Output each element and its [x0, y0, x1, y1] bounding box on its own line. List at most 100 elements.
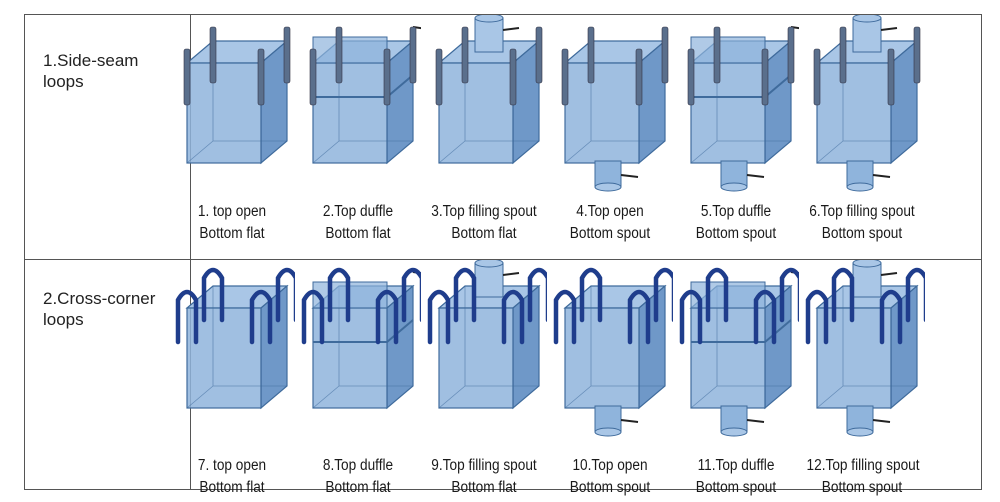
bag-illustration — [561, 26, 669, 192]
bag-diagram — [813, 15, 921, 192]
tie-string — [746, 419, 765, 423]
bag-illustration — [175, 267, 295, 410]
bag-front-face — [312, 62, 388, 164]
top-filling-spout — [474, 262, 504, 298]
lifting-loop — [527, 267, 547, 323]
caption-line2: Bottom flat — [451, 479, 517, 496]
caption-line2: Bottom flat — [451, 225, 517, 242]
bag-diagram — [183, 26, 291, 165]
bag-front-face — [438, 62, 514, 164]
bag-diagram — [805, 260, 925, 437]
caption-line2: Bottom flat — [325, 225, 391, 242]
bag-diagram — [435, 15, 543, 165]
caption-line2: Bottom flat — [325, 479, 391, 496]
spout-rim — [720, 427, 748, 437]
bag-illustration — [687, 26, 799, 192]
spout-rim — [852, 15, 882, 23]
caption-line1: 9.Top filling spout — [431, 457, 537, 474]
lifting-loop — [401, 267, 421, 323]
lifting-loop — [383, 48, 391, 106]
bag-illustration — [813, 15, 921, 192]
bag-illustration — [427, 260, 547, 410]
tie-string — [746, 174, 765, 178]
bag-front-face — [690, 307, 766, 409]
bag-diagram — [301, 267, 421, 410]
bag-front-face — [690, 62, 766, 164]
bag-front-face — [816, 307, 892, 409]
spout-rim — [474, 15, 504, 23]
bag-diagram — [427, 260, 547, 410]
lifting-loop — [461, 26, 469, 84]
bag-illustration — [301, 267, 421, 410]
lifting-loop — [779, 267, 799, 323]
lifting-loop — [713, 26, 721, 84]
caption-line1: 2.Top duffle — [322, 203, 394, 220]
duffle-skirt — [690, 36, 766, 64]
bag-illustration — [435, 15, 543, 165]
caption-line1: 3.Top filling spout — [431, 203, 537, 220]
bag-diagram — [561, 26, 669, 192]
caption-line1: 1. top open — [197, 203, 267, 220]
bag-front-face — [816, 62, 892, 164]
bag-front-face — [438, 307, 514, 409]
lifting-loop — [327, 267, 351, 323]
spout-rim — [594, 182, 622, 192]
lifting-loop — [627, 289, 651, 345]
spout-rim — [846, 182, 874, 192]
caption-line2: Bottom spout — [821, 225, 903, 242]
lifting-loop — [761, 48, 769, 106]
lifting-loop — [813, 48, 821, 106]
lifting-loop — [175, 289, 199, 345]
lifting-loop — [887, 48, 895, 106]
lifting-loop — [831, 267, 855, 323]
bag-illustration — [553, 267, 673, 437]
duffle-seam — [313, 319, 414, 343]
bag-side-face — [512, 39, 540, 165]
top-filling-spout — [852, 262, 882, 298]
lifting-loop — [509, 48, 517, 106]
lifting-loop — [335, 26, 343, 84]
lifting-loop — [501, 289, 525, 345]
bag-side-face — [764, 284, 792, 410]
bag-diagram — [679, 267, 799, 437]
tie-string — [872, 174, 891, 178]
bag-front-face — [564, 62, 640, 164]
tie-string — [502, 272, 520, 276]
bag-side-face — [638, 39, 666, 165]
row-label-cell: 1.Side-seam loops — [25, 15, 191, 259]
lifting-loop — [635, 48, 643, 106]
tie-string — [872, 419, 891, 423]
tie-string — [880, 27, 898, 31]
lifting-loop — [653, 267, 673, 323]
lifting-loop — [435, 48, 443, 106]
lifting-loop — [879, 289, 903, 345]
bag-illustration — [183, 26, 291, 165]
bag-diagram — [175, 267, 295, 410]
caption-line2: Bottom flat — [199, 225, 265, 242]
caption-line1: 10.Top open — [572, 457, 648, 474]
bag-illustration — [679, 267, 799, 437]
bottom-discharge-spout — [720, 405, 748, 433]
lifting-loop — [301, 289, 325, 345]
row-label-cell: 2.Cross-corner loops — [25, 260, 191, 490]
spout-rim — [594, 427, 622, 437]
